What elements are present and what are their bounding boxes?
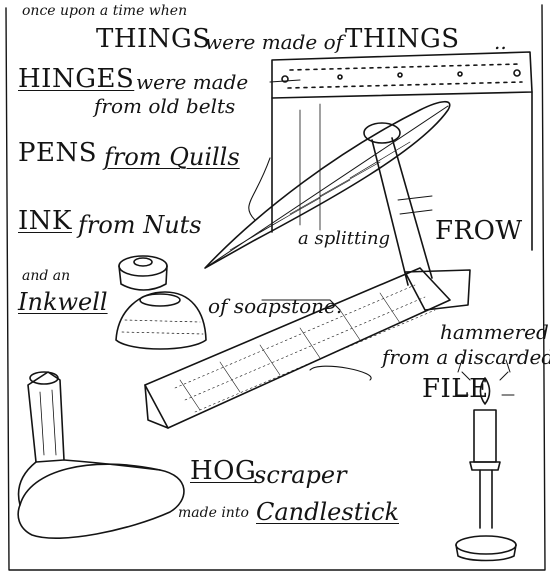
hinges-rest: were made [136, 70, 249, 94]
hinges-line2: from old belts [94, 94, 236, 118]
hog-rest: scraper [254, 461, 347, 489]
file-drawing [144, 267, 451, 429]
inkwell-pre: and an [22, 268, 71, 284]
inkwell-drawing [115, 291, 207, 350]
leather-hinge-drawing [271, 51, 533, 251]
inkwell-post: of soapstone. [208, 294, 343, 318]
opening-line: once upon a time when [22, 3, 188, 19]
file-caps: FILE [422, 374, 489, 404]
candlestick-drawing [455, 359, 517, 562]
candle-word: Candlestick [256, 498, 399, 526]
quill-pen-drawing [204, 100, 451, 269]
hog-caps: HOG [190, 456, 257, 486]
page-border [5, 4, 546, 571]
frow-drawing [363, 122, 471, 311]
pens-rest: from Quills [104, 143, 240, 171]
file-line2: from a discarded [382, 345, 550, 369]
nut-lid-drawing [118, 255, 168, 291]
things-caps-2: THINGS [345, 24, 460, 54]
were-made-of-text: were made of [205, 30, 344, 54]
pens-pointer [248, 157, 271, 221]
frow-caps: FROW [435, 216, 523, 246]
file-pointer [309, 365, 372, 381]
trailing-dots: .. [494, 30, 507, 54]
frow-pre: a splitting [298, 228, 391, 249]
ink-rest: from Nuts [78, 211, 202, 239]
file-line1: hammered [440, 320, 549, 344]
inkwell-underline-pointer [261, 299, 341, 311]
candle-pre: made into [178, 505, 249, 521]
hinge-pointer [269, 79, 301, 83]
hog-scraper-drawing [17, 371, 185, 539]
ink-caps: INK [18, 206, 72, 236]
things-caps-1: THINGS [96, 24, 211, 54]
pens-caps: PENS [18, 138, 98, 168]
inkwell-word: Inkwell [18, 288, 108, 316]
hinges-caps: HINGES [18, 64, 135, 94]
